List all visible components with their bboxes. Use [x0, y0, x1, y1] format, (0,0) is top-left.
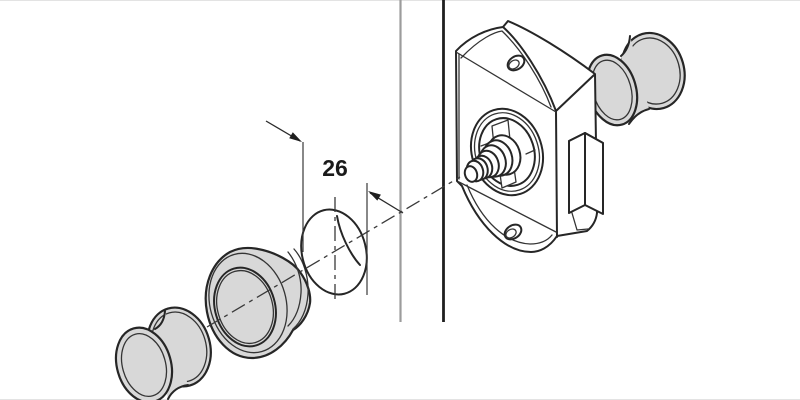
lock-plate-to-case-edge: [555, 74, 595, 112]
rosette-groove-outer: [292, 248, 309, 330]
center-axis: [206, 176, 461, 328]
rear-knob-waist-curves: [620, 35, 650, 125]
screw-hole-bottom: [503, 223, 523, 241]
latch-end-face: [584, 132, 604, 215]
screw-hole-bottom-bore: [505, 228, 517, 239]
front-knob: [114, 306, 212, 400]
rosette-recess-rim: [216, 269, 274, 345]
screw-hole-top: [506, 54, 526, 72]
lock-plate-band-bottom: [458, 181, 557, 233]
screw-hole-top-outer: [506, 54, 526, 72]
arrowhead-right: [368, 191, 381, 201]
spindle: [463, 134, 522, 183]
rear-knob: [585, 31, 686, 127]
spindle-tip: [463, 165, 479, 183]
drill-hole-bore-edge: [336, 215, 361, 266]
latch-bolt: [568, 132, 604, 215]
front-knob-waist-curves: [154, 310, 189, 400]
dimension-26: 26: [265, 120, 404, 295]
panel-edge: [399, 0, 445, 322]
front-knob-face-rim: [120, 333, 168, 397]
rosette-front-rim: [208, 252, 288, 354]
front-knob-face-disc: [114, 326, 174, 400]
rosette-groove-inner: [287, 251, 302, 327]
lock-plate-right-edge: [555, 110, 558, 238]
screw-hole-top-bore: [508, 59, 520, 70]
lock-plate-top-rim: [460, 30, 552, 108]
rosette-cup: [204, 246, 312, 360]
screw-hole-bottom-outer: [503, 223, 523, 241]
dimension-label: 26: [322, 155, 348, 181]
latch-front-face: [568, 132, 586, 214]
lock-plate-top-right-edge: [502, 26, 557, 112]
arrowhead-left: [289, 132, 302, 142]
lock-case-bottom-step: [571, 212, 589, 231]
lock-plate-bottom-rim: [466, 184, 553, 245]
center-axis-line: [206, 176, 461, 328]
lock-plate-band-top: [455, 51, 557, 113]
front-knob-waist-fill: [155, 311, 188, 399]
lock-body: [455, 20, 604, 253]
rosette-recess-edge: [213, 266, 277, 348]
